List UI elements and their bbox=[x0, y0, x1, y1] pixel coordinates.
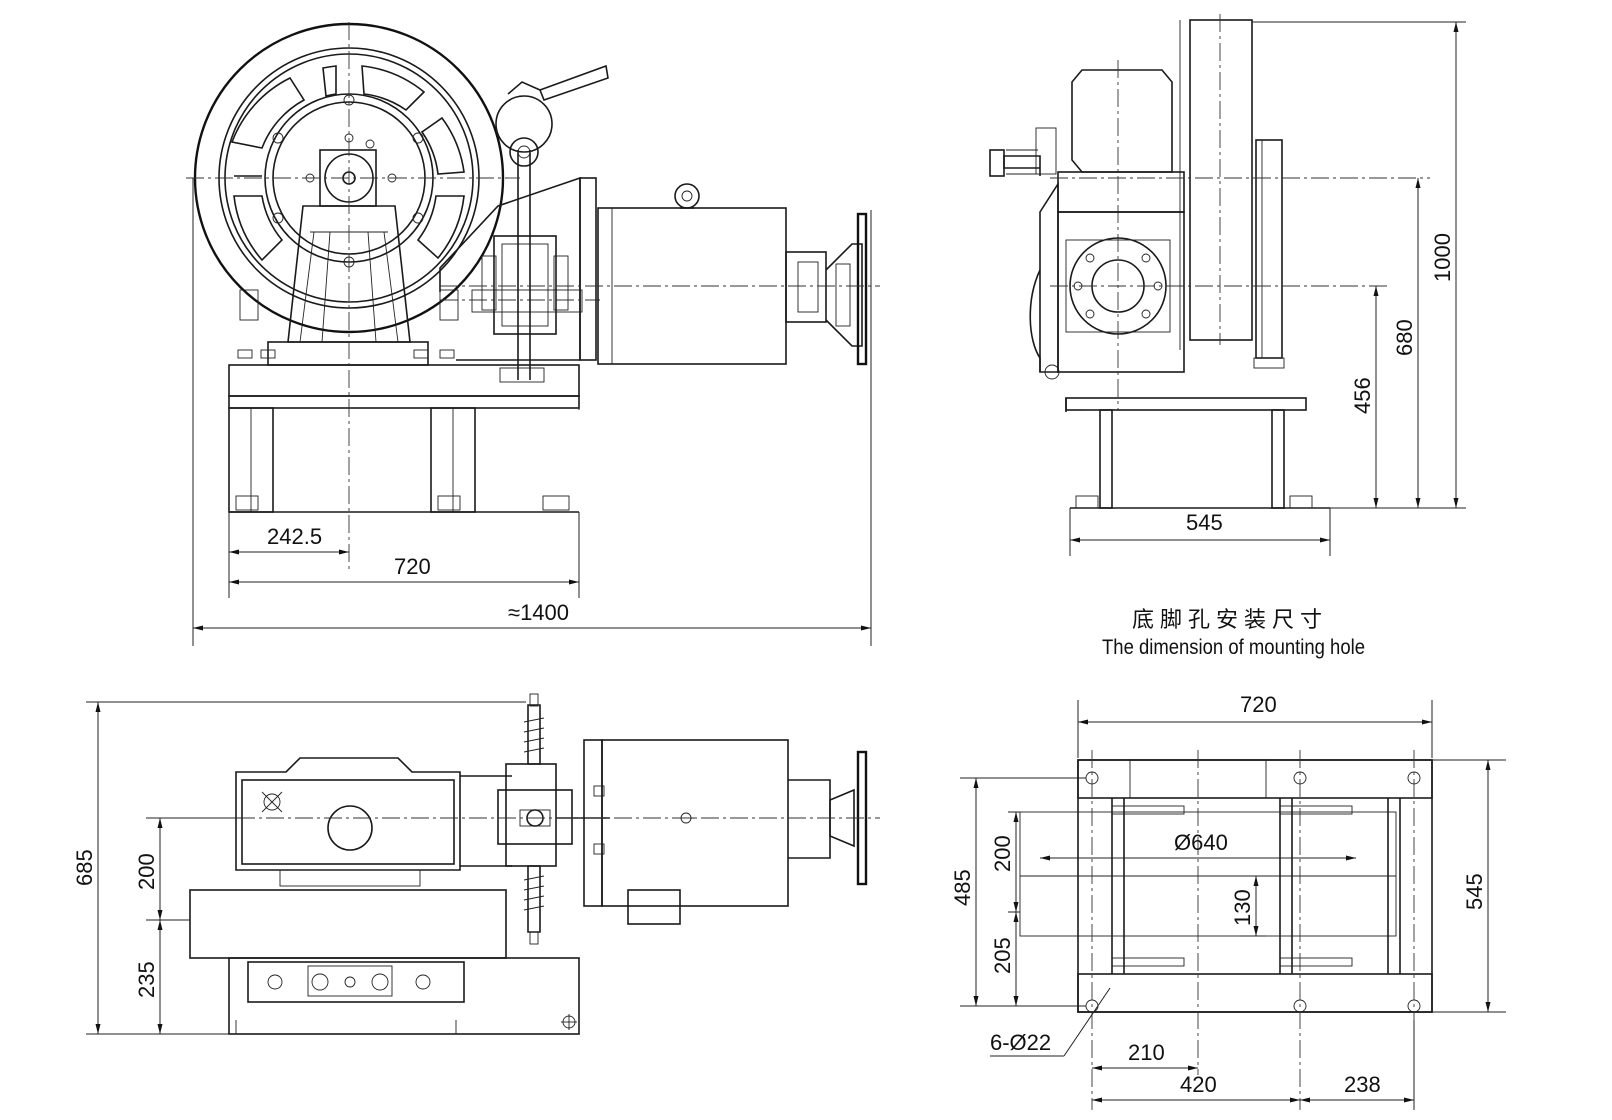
front-dimensions: 242.5 720 ≈1400 bbox=[192, 178, 872, 646]
caption-english: The dimension of mounting hole bbox=[1102, 636, 1365, 659]
dim-1000: 1000 bbox=[1430, 233, 1455, 282]
top-view: 685 200 235 bbox=[72, 693, 880, 1035]
front-view: 242.5 720 ≈1400 bbox=[186, 22, 880, 646]
mounting-plan: 720 Ø640 545 485 200 205 130 6-Ø22 bbox=[950, 692, 1506, 1110]
motor bbox=[440, 183, 880, 366]
dim-200-plan: 200 bbox=[990, 835, 1015, 872]
dim-1400: ≈1400 bbox=[508, 600, 569, 625]
dim-205: 205 bbox=[990, 937, 1015, 974]
dim-545-plan: 545 bbox=[1462, 873, 1487, 910]
top-dimensions: 685 200 235 bbox=[72, 701, 526, 1035]
bearing-pedestal bbox=[237, 205, 455, 366]
dim-680: 680 bbox=[1392, 319, 1417, 356]
dim-545-side: 545 bbox=[1186, 510, 1223, 535]
dim-holes: 6-Ø22 bbox=[990, 1030, 1051, 1055]
dim-420: 420 bbox=[1180, 1072, 1217, 1097]
caption-chinese: 底脚孔安装尺寸 bbox=[1132, 608, 1329, 633]
dim-242-5: 242.5 bbox=[267, 524, 322, 549]
dim-720-plan: 720 bbox=[1240, 692, 1277, 717]
dim-235: 235 bbox=[134, 961, 159, 998]
dim-238: 238 bbox=[1344, 1072, 1381, 1097]
brake-assembly bbox=[481, 64, 609, 383]
gearbox-housing bbox=[239, 176, 600, 361]
dim-210: 210 bbox=[1128, 1040, 1165, 1065]
dim-200-top: 200 bbox=[134, 853, 159, 890]
mounting-dimensions: 720 Ø640 545 485 200 205 130 6-Ø22 bbox=[950, 692, 1506, 1110]
side-dimensions: 1000 680 456 545 bbox=[1069, 21, 1466, 556]
front-base-frame bbox=[228, 364, 580, 513]
dim-685: 685 bbox=[72, 849, 97, 886]
side-view: 1000 680 456 545 bbox=[989, 14, 1466, 556]
dim-130: 130 bbox=[1230, 889, 1255, 926]
dim-485: 485 bbox=[950, 869, 975, 906]
dim-640: Ø640 bbox=[1174, 830, 1228, 855]
dim-456: 456 bbox=[1350, 377, 1375, 414]
dim-720-front: 720 bbox=[394, 554, 431, 579]
